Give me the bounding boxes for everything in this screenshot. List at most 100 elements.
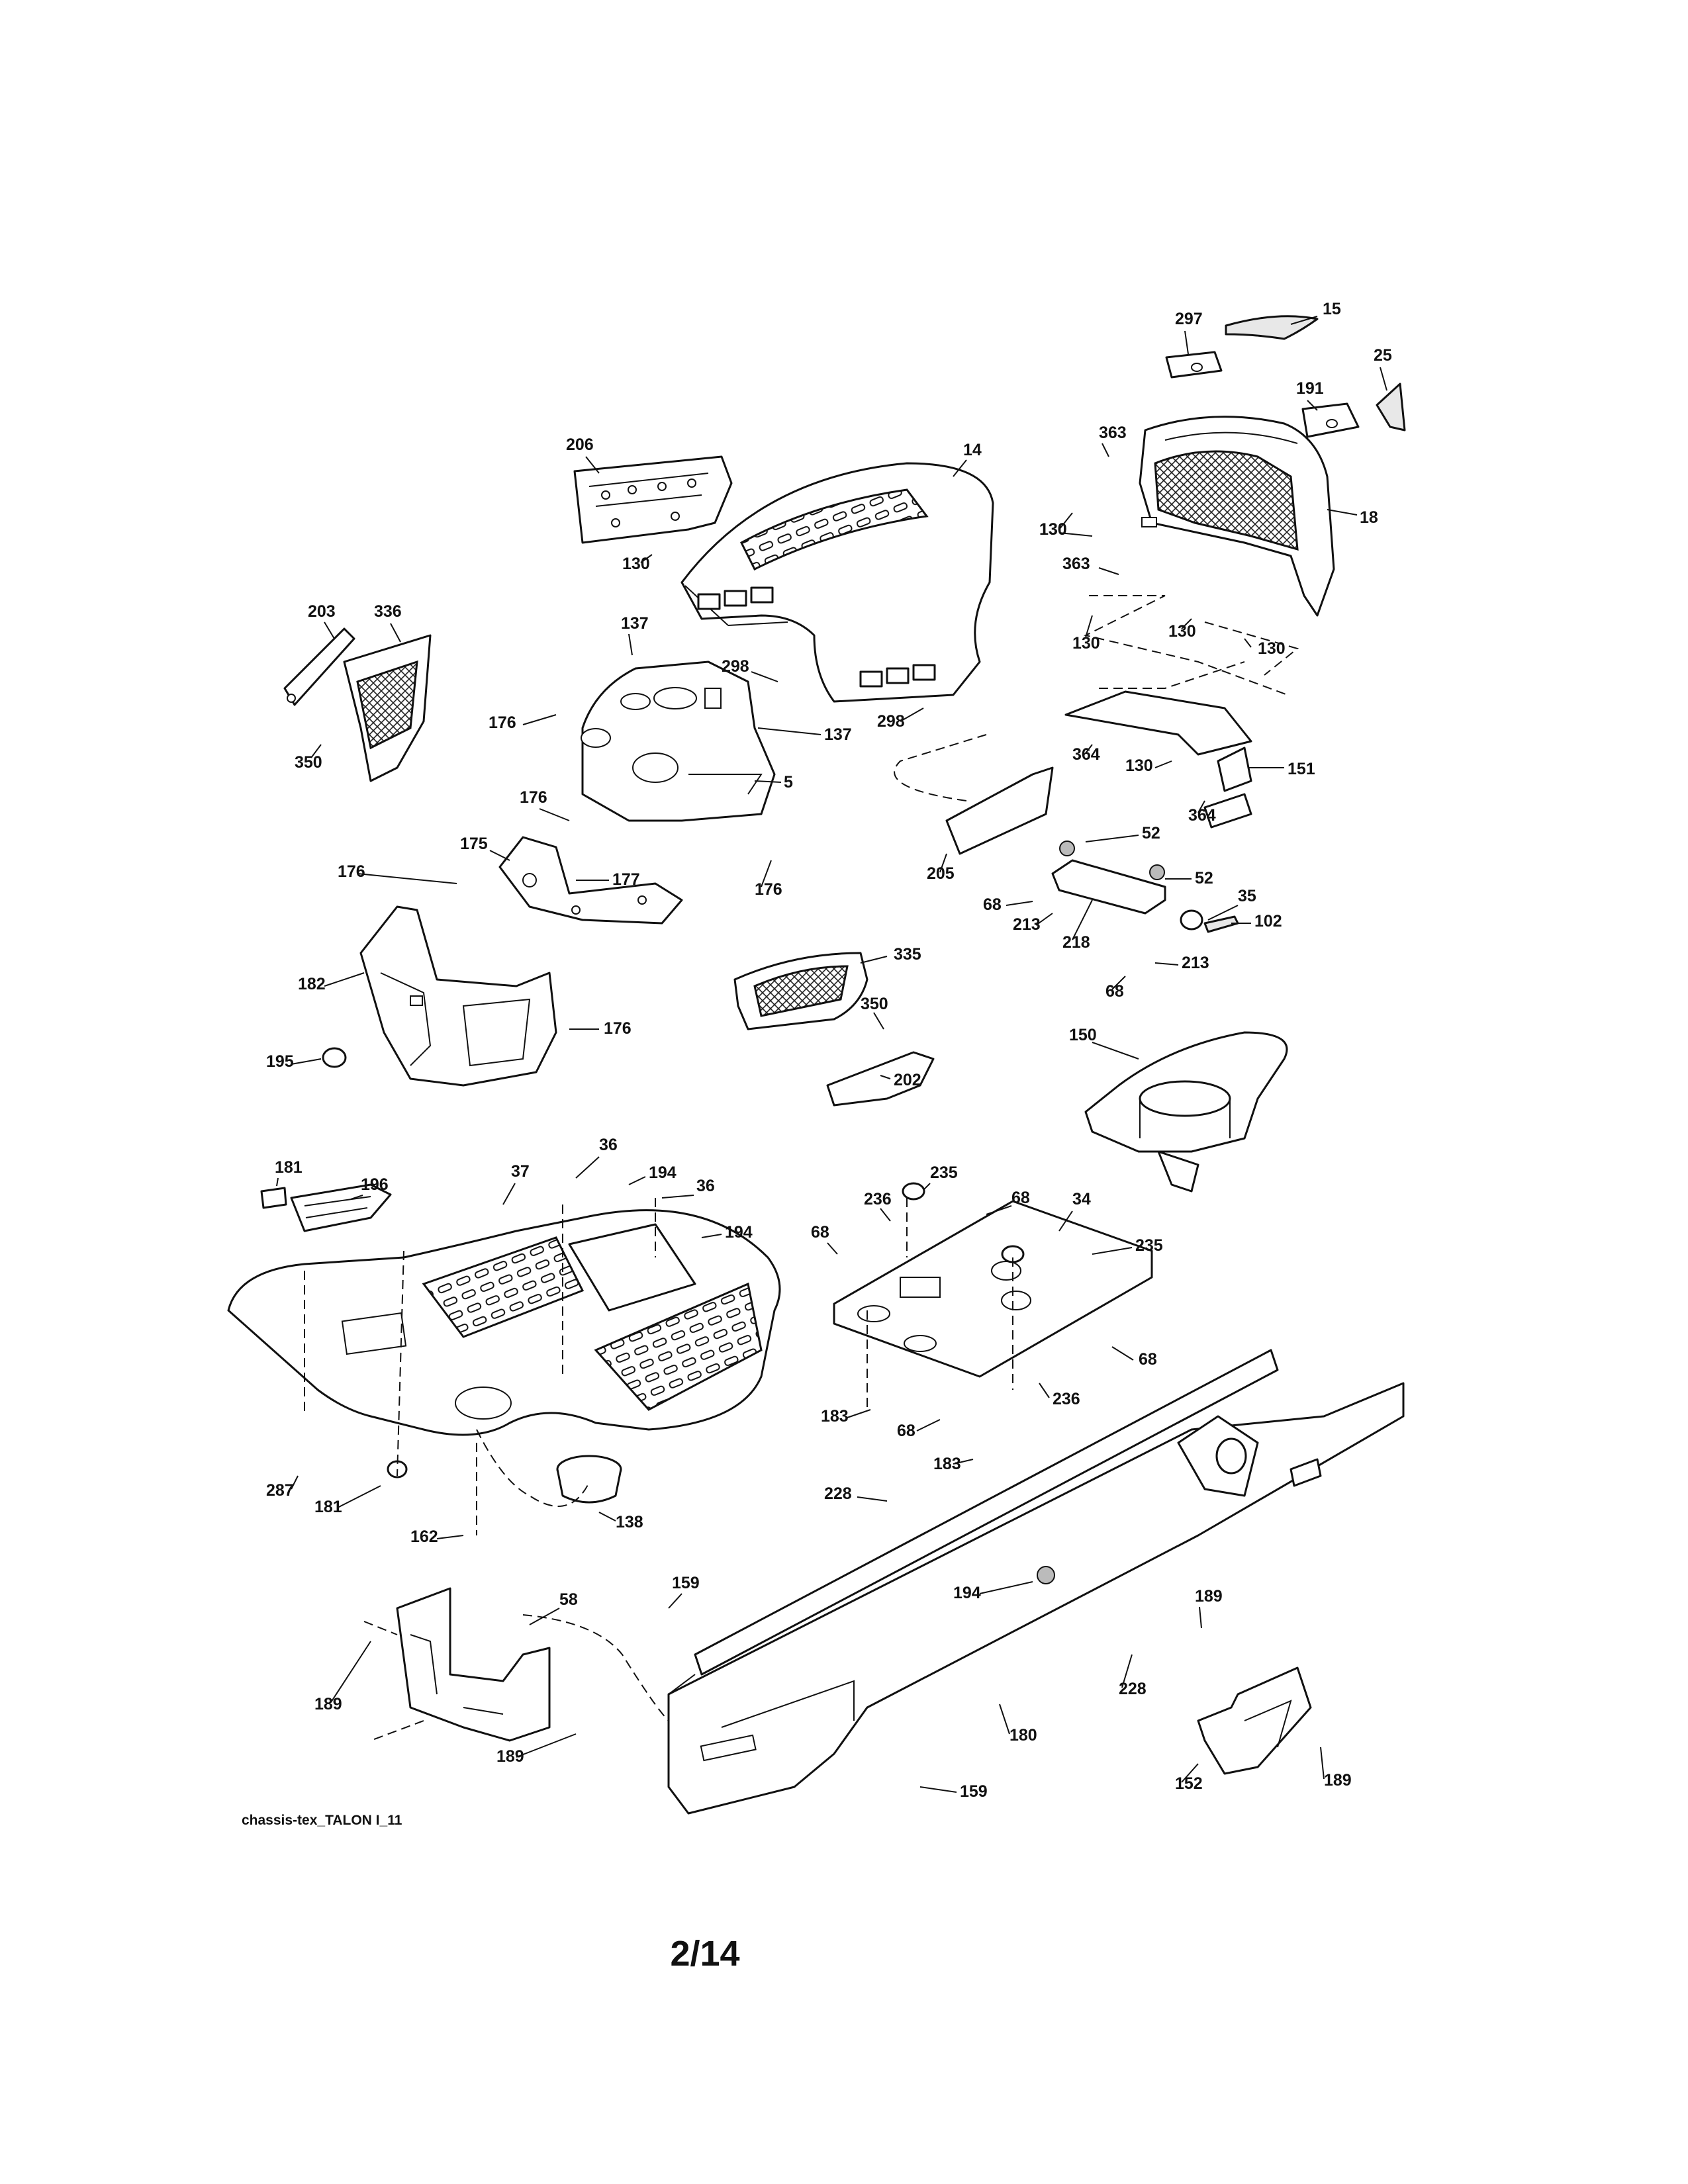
callout-leader-line: [1111, 1346, 1134, 1361]
callout-label-176: 176: [489, 713, 516, 732]
frame-180: [667, 1349, 1405, 1815]
callout-label-52: 52: [1142, 824, 1160, 842]
callout-leader-line: [1072, 899, 1093, 940]
callout-label-176: 176: [604, 1019, 632, 1038]
callout-label-236: 236: [1053, 1390, 1080, 1408]
bracket-58: [396, 1587, 551, 1742]
callout-label-205: 205: [927, 864, 955, 883]
callout-leader-line: [751, 671, 778, 682]
callout-label-176: 176: [338, 862, 365, 881]
callout-leader-line: [701, 1234, 722, 1238]
callout-label-34: 34: [1072, 1190, 1091, 1208]
callout-leader-line: [668, 1593, 682, 1609]
callout-label-130: 130: [622, 555, 650, 573]
callout-label-68: 68: [983, 895, 1002, 914]
callout-label-181: 181: [314, 1498, 342, 1516]
callout-leader-line: [923, 1183, 931, 1191]
callout-label-203: 203: [308, 602, 336, 621]
callout-leader-line: [640, 554, 653, 563]
callout-leader-line: [1184, 330, 1189, 355]
callout-leader-line: [539, 808, 570, 821]
callout-label-235: 235: [1135, 1236, 1163, 1255]
callout-label-162: 162: [410, 1527, 438, 1546]
plug-181: [260, 1187, 287, 1209]
callout-leader-line: [1085, 744, 1093, 754]
callout-label-159: 159: [960, 1782, 988, 1801]
callout-leader-line: [979, 1581, 1033, 1594]
callout-label-130: 130: [1125, 756, 1153, 775]
callout-label-130: 130: [1258, 639, 1286, 658]
callout-label-68: 68: [897, 1422, 915, 1440]
callout-label-68: 68: [811, 1223, 829, 1242]
callout-label-218: 218: [1062, 933, 1090, 952]
step-plate-196: [290, 1183, 392, 1232]
callout-label-336: 336: [374, 602, 402, 621]
callout-leader-line: [1154, 760, 1172, 768]
callout-leader-line: [291, 1058, 322, 1065]
page-number: 2/14: [670, 1934, 739, 1974]
callout-leader-line: [754, 780, 782, 783]
callout-label-297: 297: [1175, 310, 1203, 328]
callout-label-189: 189: [314, 1695, 342, 1713]
callout-label-176: 176: [755, 880, 782, 899]
callout-label-159: 159: [672, 1574, 700, 1592]
front-panel-182: [359, 905, 557, 1087]
callout-leader-line: [436, 1535, 464, 1539]
callout-leader-line: [529, 1608, 560, 1625]
callout-label-137: 137: [824, 725, 852, 744]
callout-label-58: 58: [559, 1590, 578, 1609]
callout-label-191: 191: [1296, 379, 1324, 398]
callout-label-196: 196: [361, 1175, 389, 1194]
callout-leader-line: [1039, 1383, 1050, 1398]
callout-leader-line: [661, 1195, 694, 1199]
callout-label-202: 202: [894, 1071, 921, 1089]
callout-label-68: 68: [1139, 1350, 1157, 1369]
callout-leader-line: [324, 621, 335, 639]
callout-label-298: 298: [722, 657, 749, 676]
callout-label-213: 213: [1013, 915, 1041, 934]
callout-leader-line: [390, 623, 401, 643]
callout-label-52: 52: [1195, 869, 1213, 887]
callout-leader-line: [1290, 316, 1318, 325]
callout-leader-line: [953, 459, 967, 477]
callout-leader-line: [880, 1075, 891, 1079]
callout-label-363: 363: [1062, 555, 1090, 573]
callout-label-14: 14: [963, 441, 982, 459]
callout-label-195: 195: [266, 1052, 294, 1071]
callout-leader-line: [330, 1641, 371, 1703]
assembly-line: [522, 1614, 669, 1721]
callout-leader-line: [1102, 443, 1109, 457]
callout-leader-line: [847, 1409, 871, 1418]
mounting-bracket-175: [498, 836, 683, 925]
callout-label-194: 194: [953, 1584, 981, 1602]
callout-leader-line: [628, 1176, 646, 1185]
footrest-37: [227, 1209, 781, 1436]
callout-label-18: 18: [1360, 508, 1378, 527]
callout-label-180: 180: [1009, 1726, 1037, 1745]
cap-195: [322, 1047, 347, 1068]
bracket-203: [283, 627, 355, 706]
callout-leader-line: [585, 456, 600, 474]
callout-leader-line: [1058, 532, 1093, 537]
callout-leader-line: [1197, 800, 1205, 813]
callout-leader-line: [1199, 1606, 1202, 1629]
grommet-138: [556, 1455, 622, 1504]
callout-label-36: 36: [696, 1177, 715, 1195]
lens-cover-297: [1165, 351, 1223, 379]
callout-leader-line: [1320, 1747, 1325, 1780]
callout-leader-line: [1207, 905, 1239, 921]
callout-label-363: 363: [1099, 424, 1127, 442]
callout-label-236: 236: [864, 1190, 892, 1208]
callout-leader-line: [1085, 835, 1139, 842]
callout-label-175: 175: [460, 835, 488, 853]
callout-label-25: 25: [1374, 346, 1392, 365]
callout-leader-line: [860, 956, 888, 964]
callout-leader-line: [1085, 615, 1093, 638]
callout-leader-line: [919, 1786, 957, 1793]
callout-leader-line: [350, 1195, 363, 1200]
callout-label-15: 15: [1323, 300, 1341, 318]
callout-label-228: 228: [824, 1484, 852, 1503]
callout-leader-line: [999, 1704, 1010, 1735]
